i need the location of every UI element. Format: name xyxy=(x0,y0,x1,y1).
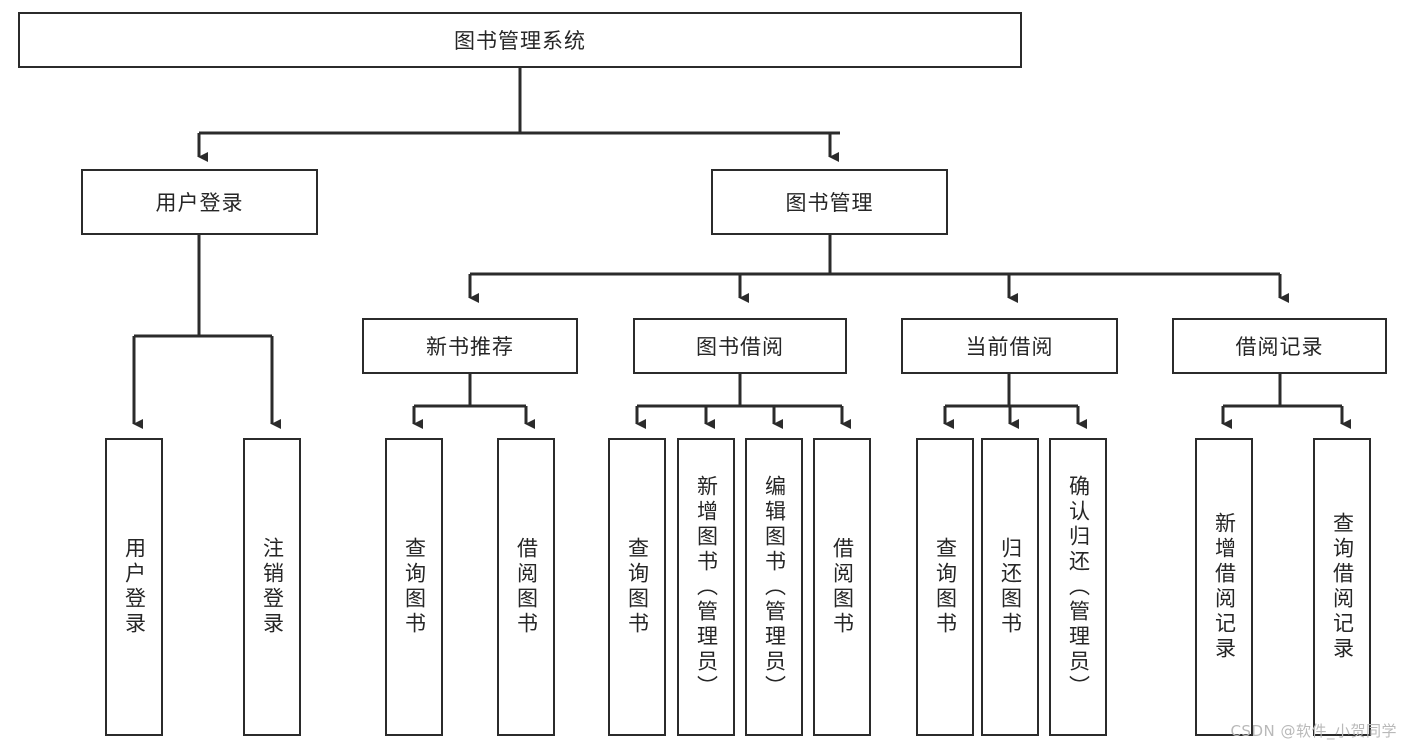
node-new-book-recommend[interactable]: 新书推荐 xyxy=(362,318,578,374)
node-label: 新增图书（管理员） xyxy=(694,474,719,700)
node-label: 查询图书 xyxy=(625,537,650,637)
node-label: 新书推荐 xyxy=(426,335,514,359)
node-label: 用户登录 xyxy=(122,537,147,637)
node-label: 用户登录 xyxy=(155,191,244,215)
leaf-current-borrow-confirm[interactable]: 确认归还（管理员） xyxy=(1049,438,1107,736)
node-label: 图书借阅 xyxy=(696,335,784,359)
leaf-borrow-record-query[interactable]: 查询借阅记录 xyxy=(1313,438,1371,736)
node-label: 新增借阅记录 xyxy=(1212,512,1237,662)
node-label: 编辑图书（管理员） xyxy=(762,474,787,700)
node-label: 借阅记录 xyxy=(1235,335,1324,359)
node-borrow-record[interactable]: 借阅记录 xyxy=(1172,318,1387,374)
leaf-user-login-logout[interactable]: 注销登录 xyxy=(243,438,301,736)
node-user-login[interactable]: 用户登录 xyxy=(81,169,318,235)
leaf-book-borrow-add[interactable]: 新增图书（管理员） xyxy=(677,438,735,736)
node-root-system[interactable]: 图书管理系统 xyxy=(18,12,1022,68)
leaf-new-book-borrow[interactable]: 借阅图书 xyxy=(497,438,555,736)
leaf-book-borrow-borrow[interactable]: 借阅图书 xyxy=(813,438,871,736)
node-label: 确认归还（管理员） xyxy=(1066,474,1091,700)
node-book-management[interactable]: 图书管理 xyxy=(711,169,948,235)
node-label: 借阅图书 xyxy=(514,537,539,637)
node-label: 查询借阅记录 xyxy=(1330,512,1355,662)
node-label: 图书管理 xyxy=(785,191,874,215)
leaf-new-book-query[interactable]: 查询图书 xyxy=(385,438,443,736)
leaf-book-borrow-query[interactable]: 查询图书 xyxy=(608,438,666,736)
node-label: 归还图书 xyxy=(998,537,1023,637)
node-label: 当前借阅 xyxy=(965,335,1054,359)
leaf-current-borrow-return[interactable]: 归还图书 xyxy=(981,438,1039,736)
leaf-user-login-login[interactable]: 用户登录 xyxy=(105,438,163,736)
node-label: 图书管理系统 xyxy=(454,29,586,53)
node-label: 注销登录 xyxy=(260,537,285,637)
node-label: 借阅图书 xyxy=(830,537,855,637)
watermark: CSDN @软件_小贺同学 xyxy=(1230,722,1397,740)
leaf-book-borrow-edit[interactable]: 编辑图书（管理员） xyxy=(745,438,803,736)
node-book-borrow[interactable]: 图书借阅 xyxy=(633,318,847,374)
leaf-borrow-record-add[interactable]: 新增借阅记录 xyxy=(1195,438,1253,736)
node-current-borrow[interactable]: 当前借阅 xyxy=(901,318,1118,374)
leaf-current-borrow-query[interactable]: 查询图书 xyxy=(916,438,974,736)
node-label: 查询图书 xyxy=(402,537,427,637)
node-label: 查询图书 xyxy=(933,537,958,637)
